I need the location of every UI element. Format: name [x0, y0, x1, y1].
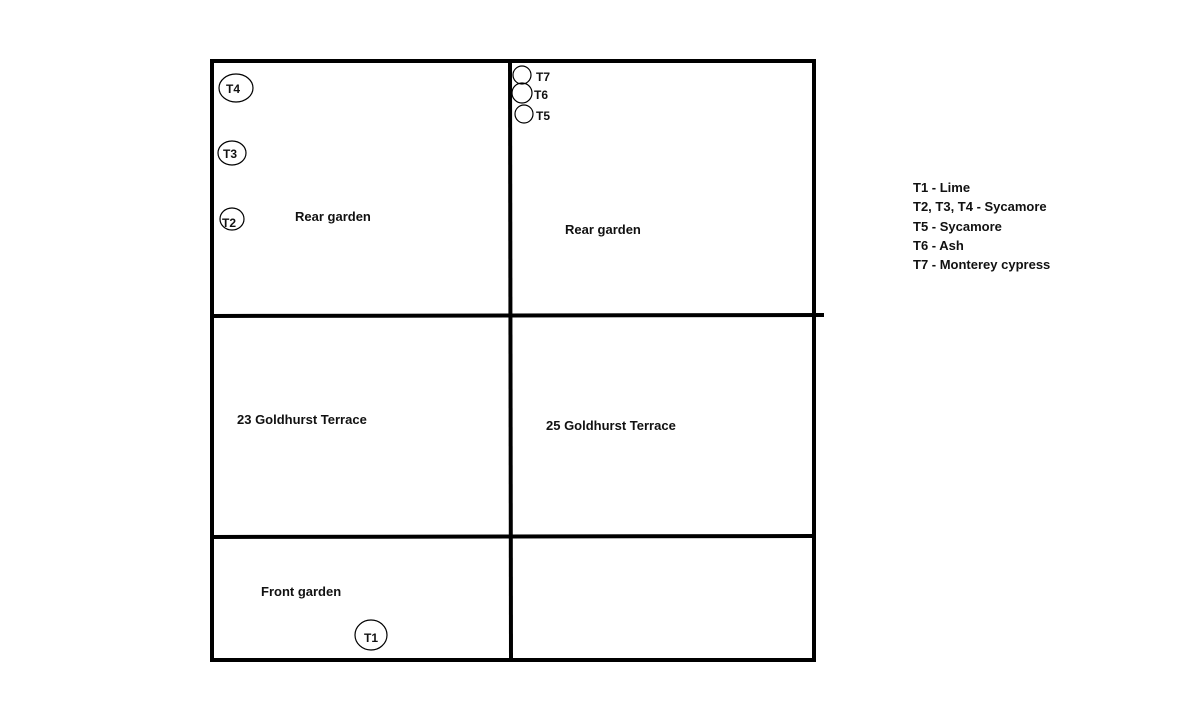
house-25-label: 25 Goldhurst Terrace: [546, 418, 676, 433]
tree-t4: T4: [218, 73, 254, 103]
tree-t3: T3: [217, 140, 247, 166]
tree-t6-marker: [511, 82, 533, 104]
tree-t2-label: T2: [222, 216, 236, 230]
tree-t1-marker: [354, 619, 388, 651]
tree-t5: T5: [514, 104, 550, 124]
tree-t5-label: T5: [536, 109, 550, 123]
legend-item: T5 - Sycamore: [913, 218, 1002, 234]
front-building-line: [210, 534, 813, 539]
tree-t7: T7: [512, 65, 550, 85]
site-outline: [210, 59, 816, 662]
tree-t6: T6: [511, 82, 548, 104]
tree-t2-marker: [219, 207, 245, 231]
tree-t5-marker: [514, 104, 534, 124]
plot-boundaries: [210, 59, 825, 662]
tree-t7-marker: [512, 65, 532, 85]
party-wall-divider: [508, 60, 513, 661]
tree-t1-label: T1: [364, 631, 378, 645]
tree-t7-label: T7: [536, 70, 550, 84]
legend-item: T1 - Lime: [913, 180, 971, 195]
tree-t6-label: T6: [534, 88, 548, 102]
rear-garden-23-label: Rear garden: [295, 209, 371, 224]
front-garden-23-label: Front garden: [261, 584, 341, 599]
tree-t4-marker: [218, 73, 254, 103]
house-23-label: 23 Goldhurst Terrace: [237, 412, 367, 427]
rear-building-line: [211, 313, 825, 318]
tree-t3-marker: [217, 140, 247, 166]
legend-item: T7 - Monterey cypress: [913, 257, 1051, 273]
tree-t4-label: T4: [226, 82, 240, 96]
tree-t1: T1: [354, 619, 388, 651]
tree-t2: T2: [219, 207, 245, 231]
tree-species-legend: T1 - Lime T2, T3, T4 - Sycamore T5 - Syc…: [913, 178, 1050, 274]
rear-garden-25-label: Rear garden: [565, 222, 641, 237]
tree-t3-label: T3: [223, 147, 237, 161]
legend-item: T2, T3, T4 - Sycamore: [913, 199, 1047, 215]
legend-item: T6 - Ash: [913, 237, 964, 253]
